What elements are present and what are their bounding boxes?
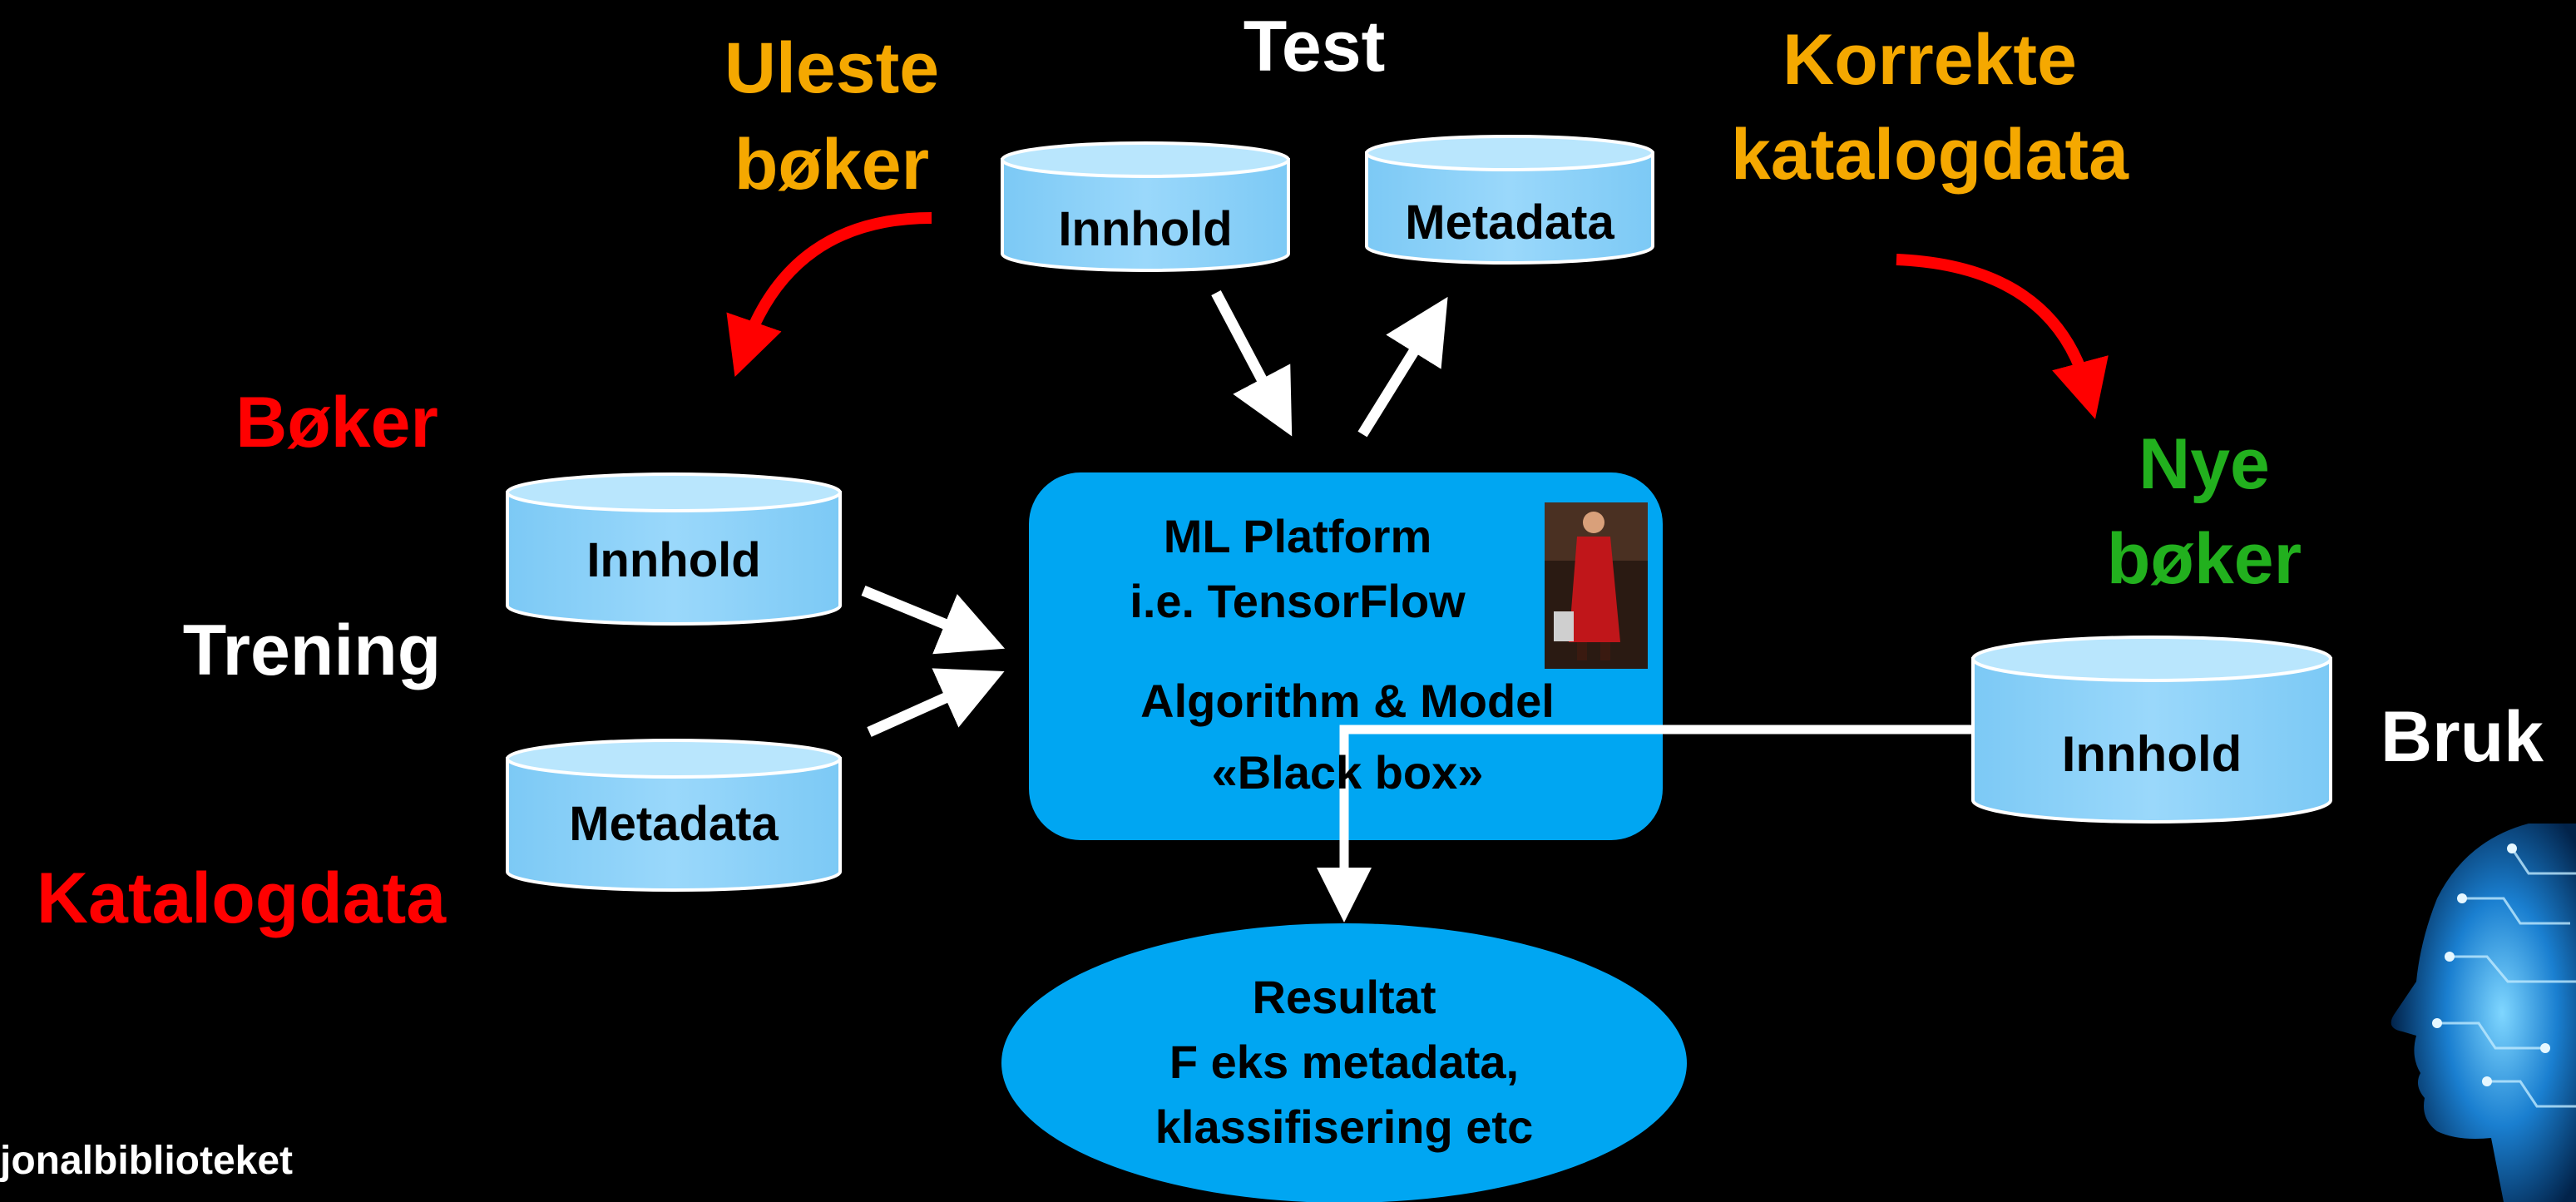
cylinder-label-use-innhold: Innhold: [2061, 726, 2242, 782]
label-uleste-line1: Uleste: [724, 28, 940, 108]
arrow-test-innhold-to-ml: [1211, 289, 1293, 437]
ml-platform-title: ML Platform: [1163, 510, 1432, 562]
cylinder-label-train-innhold: Innhold: [586, 533, 761, 587]
ai-head-icon: [2391, 824, 2576, 1202]
label-katalogdata: Katalogdata: [36, 858, 447, 938]
label-nye-line2: bøker: [2106, 519, 2302, 599]
person-photo: [1545, 502, 1648, 669]
ml-black-box: «Black box»: [1211, 746, 1484, 799]
result-title: Resultat: [1252, 971, 1436, 1023]
ml-platform-box: [1029, 472, 1663, 840]
label-trening: Trening: [182, 611, 442, 690]
label-korrekte-line2: katalogdata: [1731, 115, 2129, 195]
nationalbiblioteket-logo: jonalbiblioteket: [0, 1139, 294, 1183]
label-korrekte-line1: Korrekte: [1782, 20, 2077, 100]
arrow-use-to-result: [1317, 725, 1973, 923]
red-arrow-uleste-to-boker: [726, 212, 932, 378]
cylinder-train-innhold: [506, 472, 842, 626]
label-test: Test: [1243, 7, 1386, 87]
arrow-ml-to-test-metadata: [1357, 296, 1448, 438]
result-line2: F eks metadata,: [1169, 1036, 1520, 1088]
cylinder-train-metadata: [506, 739, 842, 892]
label-boker: Bøker: [235, 383, 438, 462]
label-uleste-line2: bøker: [734, 125, 930, 205]
result-ellipse: [1001, 923, 1687, 1202]
cylinder-test-metadata: [1365, 135, 1654, 265]
cylinder-label-test-metadata: Metadata: [1405, 195, 1614, 250]
red-arrow-korrekte-to-nye: [1896, 254, 2109, 419]
ml-algorithm-model: Algorithm & Model: [1140, 675, 1555, 727]
arrow-train-metadata-to-ml: [867, 668, 1005, 737]
label-bruk: Bruk: [2381, 697, 2544, 777]
cylinder-test-innhold: [1001, 141, 1290, 272]
cylinder-label-train-metadata: Metadata: [569, 797, 779, 851]
ml-platform-subtitle: i.e. TensorFlow: [1130, 575, 1466, 627]
result-line3: klassifisering etc: [1155, 1101, 1534, 1153]
cylinder-label-test-innhold: Innhold: [1058, 202, 1233, 256]
cylinder-use-innhold: [1971, 636, 2332, 824]
label-nye-line1: Nye: [2138, 424, 2270, 504]
arrow-train-innhold-to-ml: [861, 585, 1006, 655]
